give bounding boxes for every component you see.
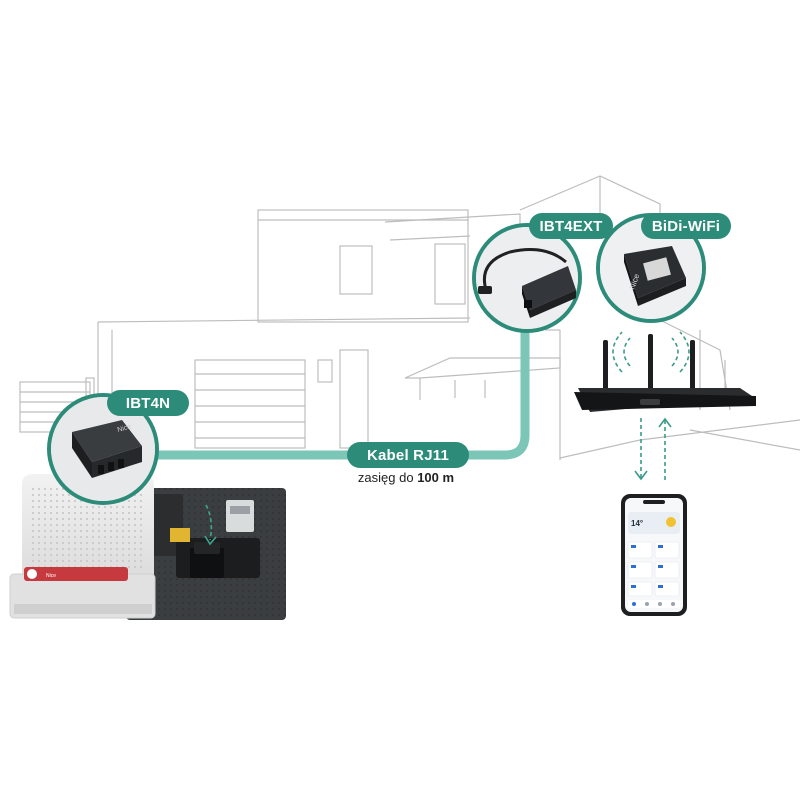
ibt4n-label: IBT4N (107, 390, 189, 416)
down-arrow-icon (634, 418, 648, 481)
smartphone: 14° (621, 494, 687, 616)
phone-temperature: 14° (631, 519, 643, 528)
up-arrow-icon (658, 417, 672, 480)
operator-brand-mark: Nice (46, 573, 56, 579)
ibt4ext-label: IBT4EXT (529, 213, 613, 239)
wifi-router (574, 334, 756, 412)
range-prefix: zasięg do (357, 470, 414, 485)
ibt4ext-adapter-badge (472, 223, 582, 333)
bidi-wifi-module-badge: Nice (596, 213, 706, 323)
gate-operator: Nice (9, 474, 156, 619)
ibt4n-brand-mark: Nice (117, 424, 132, 434)
ibt4n-module-badge: Nice (47, 393, 159, 505)
range-value: 100 m (417, 470, 455, 485)
rj11-cable (135, 315, 530, 460)
range-caption: zasięg do 100 m (336, 470, 476, 485)
cable-label: Kabel RJ11 (347, 442, 469, 468)
wifi-waves-icon (612, 331, 690, 373)
bidi-wifi-label: BiDi-WiFi (641, 213, 731, 239)
gate-installation-photo (126, 488, 286, 620)
